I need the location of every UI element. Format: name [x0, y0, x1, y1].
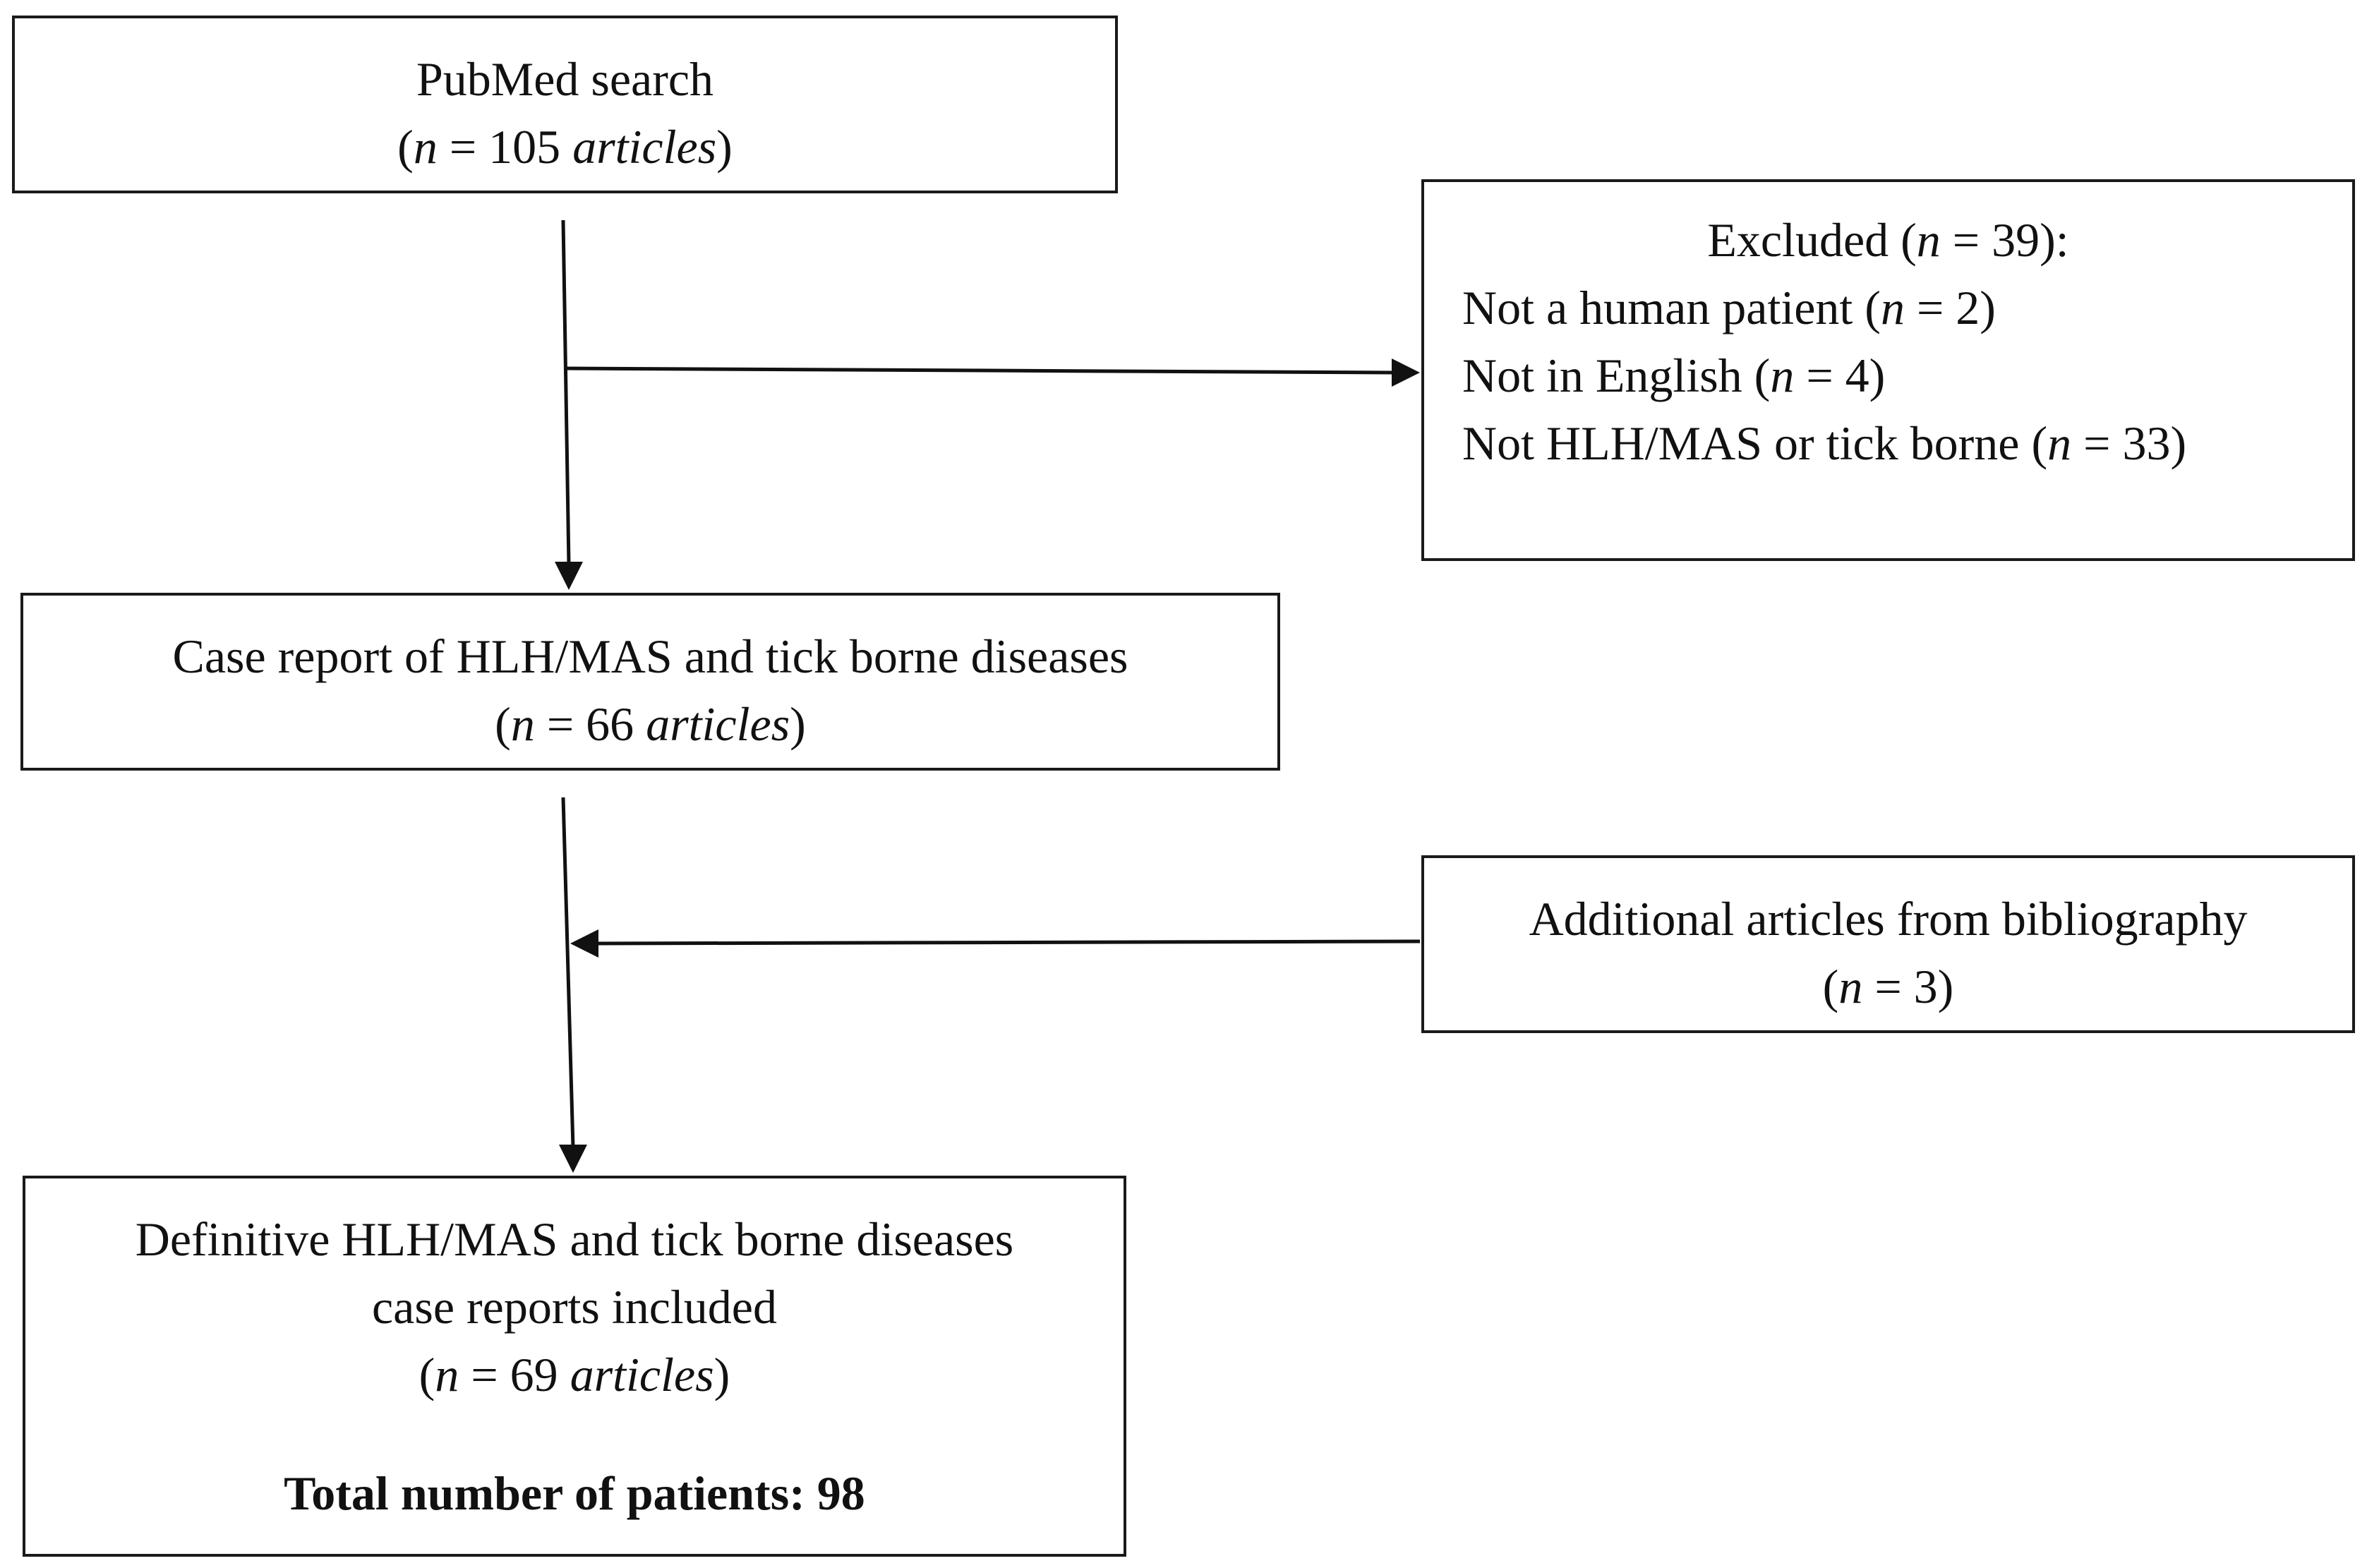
- pubmed-search-box: PubMed search (n = 105 articles): [12, 16, 1118, 193]
- search-count-unit: articles: [572, 120, 717, 174]
- case-report-box: Case report of HLH/MAS and tick borne di…: [20, 593, 1280, 771]
- excluded-title-n: n: [1916, 213, 1941, 267]
- excluded-item-label: Not a human patient (: [1462, 281, 1881, 334]
- additional-count-open: (: [1822, 960, 1839, 1013]
- search-count-value: = 105: [437, 120, 573, 174]
- case-count-unit: articles: [646, 697, 790, 751]
- search-count-open: (: [397, 120, 414, 174]
- final-title-line2: case reports included: [372, 1280, 777, 1334]
- final-total-patients: Total number of patients: 98: [284, 1466, 865, 1520]
- arrow-additional-to-main: [596, 939, 1421, 946]
- final-count-unit: articles: [570, 1348, 714, 1401]
- arrowhead-search-to-case: [555, 562, 583, 590]
- search-count-close: ): [716, 120, 733, 174]
- excluded-item-label: Not HLH/MAS or tick borne (: [1462, 416, 2048, 470]
- additional-count: (n = 3): [1424, 953, 2352, 1020]
- final-included-box: Definitive HLH/MAS and tick borne diseas…: [23, 1176, 1126, 1557]
- excluded-item-n: n: [1770, 349, 1795, 402]
- search-title: PubMed search: [416, 52, 714, 106]
- arrow-search-to-case: [561, 219, 571, 565]
- case-count: (n = 66 articles): [23, 690, 1277, 758]
- excluded-item-value: = 33): [2071, 416, 2187, 470]
- case-title: Case report of HLH/MAS and tick borne di…: [172, 629, 1128, 683]
- final-count-value: = 69: [459, 1348, 570, 1401]
- case-count-close: ): [790, 697, 806, 751]
- search-count-n: n: [413, 120, 438, 174]
- excluded-title: Excluded (n = 39):: [1424, 206, 2352, 274]
- excluded-box: Excluded (n = 39): Not a human patient (…: [1421, 179, 2355, 561]
- arrow-to-excluded: [564, 366, 1395, 375]
- arrowhead-case-to-final: [559, 1145, 587, 1173]
- excluded-item-n: n: [1880, 281, 1905, 334]
- final-count: (n = 69 articles): [25, 1341, 1124, 1409]
- excluded-item-not-hlh: Not HLH/MAS or tick borne (n = 33): [1424, 409, 2352, 477]
- final-count-close: ): [713, 1348, 730, 1401]
- excluded-item-value: = 2): [1904, 281, 1996, 334]
- additional-title: Additional articles from bibliography: [1529, 892, 2248, 946]
- additional-count-value: = 3): [1862, 960, 1954, 1013]
- excluded-title-suffix: = 39):: [1940, 213, 2069, 267]
- arrowhead-additional-to-main: [570, 929, 598, 958]
- final-count-n: n: [435, 1348, 459, 1401]
- final-count-open: (: [418, 1348, 435, 1401]
- excluded-item-not-english: Not in English (n = 4): [1424, 342, 2352, 409]
- final-title-line1: Definitive HLH/MAS and tick borne diseas…: [135, 1212, 1014, 1266]
- search-count: (n = 105 articles): [15, 113, 1115, 181]
- excluded-title-prefix: Excluded (: [1707, 213, 1917, 267]
- additional-count-n: n: [1838, 960, 1863, 1013]
- final-spacer: [25, 1409, 1124, 1459]
- case-count-open: (: [495, 697, 511, 751]
- additional-articles-box: Additional articles from bibliography (n…: [1421, 855, 2355, 1033]
- arrowhead-to-excluded: [1392, 358, 1420, 387]
- excluded-item-not-human: Not a human patient (n = 2): [1424, 274, 2352, 342]
- excluded-item-label: Not in English (: [1462, 349, 1771, 402]
- arrow-case-to-final: [561, 797, 575, 1148]
- case-count-n: n: [510, 697, 535, 751]
- excluded-item-n: n: [2047, 416, 2072, 470]
- excluded-item-value: = 4): [1794, 349, 1886, 402]
- case-count-value: = 66: [534, 697, 646, 751]
